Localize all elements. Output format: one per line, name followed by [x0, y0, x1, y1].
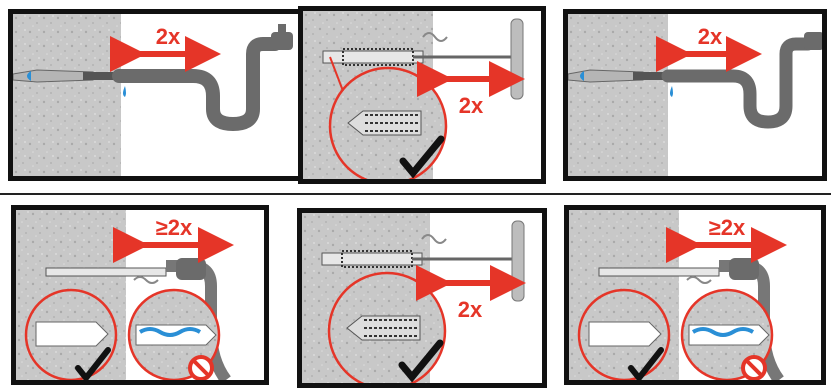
panel-flush-2: 2x: [563, 9, 827, 181]
panel-brush-2: 2x: [297, 208, 547, 388]
brush-illustration: 2x: [302, 213, 542, 383]
panel-brush-1: 2x: [298, 6, 546, 184]
repeat-label: 2x: [458, 297, 483, 322]
row-divider: [0, 193, 831, 195]
blow-illustration: ≥2x: [569, 210, 821, 380]
repeat-label: ≥2x: [156, 215, 193, 240]
repeat-label: ≥2x: [709, 215, 746, 240]
panel-flush-1: 2x: [8, 9, 308, 181]
repeat-label: 2x: [156, 24, 181, 49]
flush-illustration: 2x: [13, 14, 303, 176]
panel-blow-1: ≥2x: [11, 205, 269, 385]
repeat-label: 2x: [459, 93, 484, 118]
brush-illustration: 2x: [303, 11, 541, 179]
repeat-label: 2x: [698, 24, 723, 49]
blow-illustration: ≥2x: [16, 210, 264, 380]
flush-illustration: 2x: [568, 14, 822, 176]
panel-blow-2: ≥2x: [564, 205, 826, 385]
